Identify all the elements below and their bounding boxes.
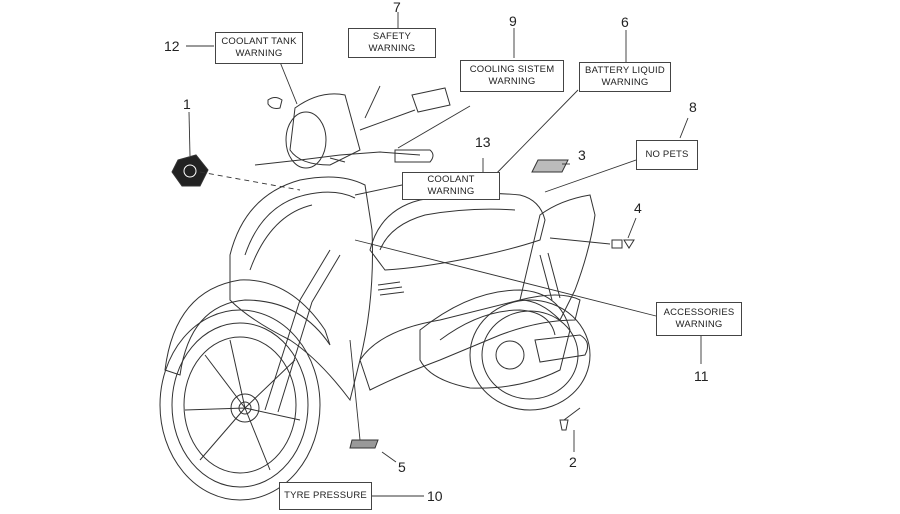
label-safety-warning: SAFETY WARNING bbox=[348, 28, 436, 58]
windscreen bbox=[289, 93, 361, 166]
label-line: WARNING bbox=[675, 319, 723, 330]
leader-lines bbox=[186, 12, 702, 497]
label-line: COOLANT TANK bbox=[221, 36, 297, 47]
exhaust bbox=[534, 334, 589, 363]
label-line: COOLING SISTEM bbox=[469, 64, 555, 75]
logo-5 bbox=[349, 439, 379, 449]
callout-6: 6 bbox=[621, 14, 629, 30]
front-wheel bbox=[159, 309, 321, 501]
callout-9: 9 bbox=[509, 13, 517, 29]
callout-12: 12 bbox=[164, 38, 180, 54]
engine-cover bbox=[419, 289, 571, 389]
label-line: SAFETY bbox=[372, 31, 412, 42]
rear-body bbox=[519, 194, 596, 321]
front-fork bbox=[264, 249, 341, 413]
headlight bbox=[285, 111, 327, 169]
seat bbox=[369, 192, 546, 271]
callout-4: 4 bbox=[634, 200, 642, 216]
callout-10: 10 bbox=[427, 488, 443, 504]
label-line: COOLANT WARNING bbox=[427, 174, 475, 197]
callout-5: 5 bbox=[398, 459, 406, 475]
rear-wheel bbox=[469, 299, 591, 411]
callout-8: 8 bbox=[689, 99, 697, 115]
callout-2: 2 bbox=[569, 454, 577, 470]
rear-shock bbox=[539, 252, 561, 301]
callout-11: 11 bbox=[694, 368, 709, 384]
label-line: BATTERY LIQUID bbox=[585, 65, 665, 76]
label-no-pets: NO PETS bbox=[636, 140, 698, 170]
label-coolant-tank-warning: COOLANT TANK WARNING bbox=[215, 32, 303, 64]
callout-1: 1 bbox=[183, 96, 191, 112]
callout-7: 7 bbox=[393, 0, 401, 15]
label-line: NO PETS bbox=[645, 149, 689, 160]
floor-panel bbox=[359, 294, 581, 391]
clip-4 bbox=[611, 239, 635, 249]
callout-13: 13 bbox=[475, 134, 491, 150]
handlebar bbox=[254, 151, 421, 166]
label-line: WARNING bbox=[368, 43, 416, 54]
label-accessories-warning: ACCESSORIES WARNING bbox=[656, 302, 742, 336]
emblem-badge bbox=[171, 154, 209, 187]
label-line: WARNING bbox=[601, 77, 649, 88]
mirror bbox=[359, 87, 451, 131]
rivet-2 bbox=[559, 407, 581, 431]
front-shield bbox=[229, 176, 373, 402]
sticker-3 bbox=[531, 159, 569, 173]
label-battery-liquid-warning: BATTERY LIQUID WARNING bbox=[579, 62, 671, 92]
label-coolant-warning: COOLANT WARNING bbox=[402, 172, 500, 200]
label-line: ACCESSORIES bbox=[663, 307, 735, 318]
callout-3: 3 bbox=[578, 147, 586, 163]
label-line: TYRE PRESSURE bbox=[284, 490, 367, 501]
label-cooling-system-warning: COOLING SISTEM WARNING bbox=[460, 60, 564, 92]
label-line: WARNING bbox=[235, 48, 283, 59]
label-tyre-pressure: TYRE PRESSURE bbox=[279, 482, 372, 510]
label-line: WARNING bbox=[488, 76, 536, 87]
front-fender bbox=[164, 279, 331, 376]
